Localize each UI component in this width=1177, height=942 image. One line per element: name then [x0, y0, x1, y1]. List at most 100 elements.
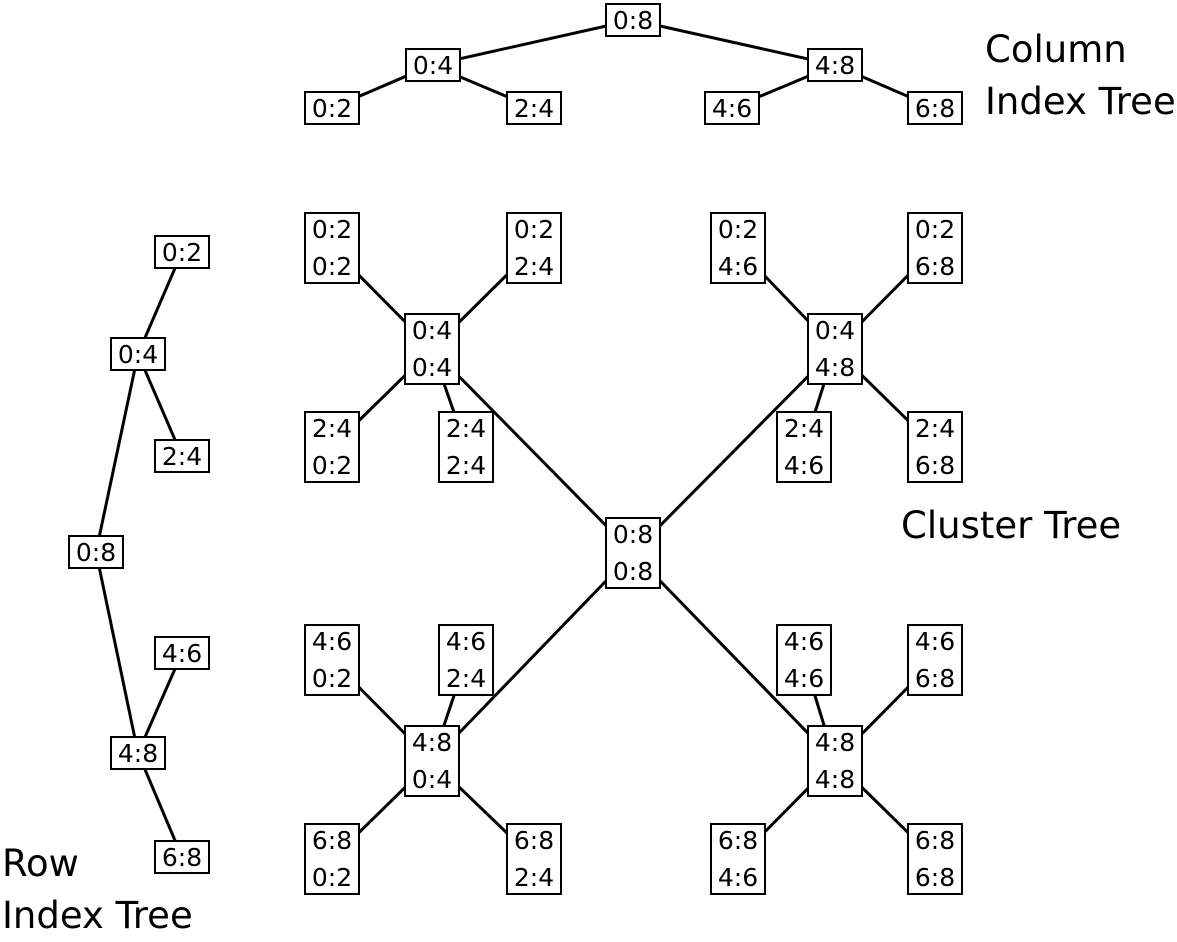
cluster-q10-col: 0:4: [411, 765, 453, 794]
row-bottom-label: 4:8: [117, 738, 159, 768]
row-node-2-4: 2:4: [154, 439, 210, 473]
cluster-q00-row: 0:4: [411, 316, 453, 345]
col-left-right-label: 2:4: [513, 93, 555, 123]
row-top-top-label: 0:2: [161, 237, 203, 267]
cluster-leaf-row: 2:4: [914, 414, 956, 443]
row-tree-title-line2: Index Tree: [2, 894, 193, 937]
cluster-leaf-col: 2:4: [513, 252, 555, 281]
cluster-leaf-col: 4:6: [783, 664, 825, 693]
row-bottom-top-label: 4:6: [161, 638, 203, 668]
row-node-0-4: 0:4: [110, 337, 166, 371]
row-top-label: 0:4: [117, 339, 159, 369]
cluster-leaf-row: 0:2: [513, 215, 555, 244]
column-edge: [431, 18, 634, 67]
row-root-label: 0:8: [75, 537, 117, 567]
row-node-6-8: 6:8: [154, 840, 210, 874]
col-right-label: 4:8: [814, 50, 856, 80]
col-node-root: 0:8: [605, 3, 661, 37]
col-node-0-4: 0:4: [405, 48, 461, 82]
cluster-edge: [430, 347, 635, 555]
col-right-left-label: 4:6: [711, 93, 753, 123]
cluster-root-row: 0:8: [612, 520, 654, 549]
row-node-0-8: 0:8: [68, 535, 124, 569]
cluster-edge: [631, 551, 837, 763]
cluster-leaf-row: 2:4: [783, 414, 825, 443]
column-tree-title-line2: Index Tree: [985, 80, 1176, 123]
col-node-4-8: 4:8: [807, 48, 863, 82]
cluster-q00-col: 0:4: [411, 353, 453, 382]
cluster-q11-row: 4:8: [814, 728, 856, 757]
cluster-leaf-col: 0:2: [311, 863, 353, 892]
cluster-leaf-row: 4:6: [445, 627, 487, 656]
cluster-tree-title-text: Cluster Tree: [901, 504, 1122, 547]
cluster-leaf-col: 4:6: [717, 252, 759, 281]
row-edge: [94, 551, 140, 754]
col-right-right-label: 6:8: [914, 93, 956, 123]
row-edge: [94, 353, 140, 553]
row-node-4-8: 4:8: [110, 736, 166, 770]
cluster-leaf-row: 6:8: [717, 826, 759, 855]
cluster-leaf-col: 0:2: [311, 252, 353, 281]
column-edge: [632, 18, 836, 67]
row-node-0-2: 0:2: [154, 235, 210, 269]
cluster-q11-col: 4:8: [814, 765, 856, 794]
cluster-leaf-row: 2:4: [445, 414, 487, 443]
cluster-edge: [430, 551, 635, 763]
cluster-leaf-col: 2:4: [445, 664, 487, 693]
col-node-2-4: 2:4: [506, 91, 562, 125]
col-node-0-2: 0:2: [304, 91, 360, 125]
cluster-q01-col: 4:8: [814, 353, 856, 382]
cluster-leaf-row: 2:4: [311, 414, 353, 443]
column-tree-title-line1: Column: [985, 28, 1127, 71]
row-top-bottom-label: 2:4: [161, 441, 203, 471]
col-left-left-label: 0:2: [311, 93, 353, 123]
cluster-leaf-col: 6:8: [914, 252, 956, 281]
column-tree-title: Column Index Tree: [985, 24, 1176, 128]
row-tree-title: Row Index Tree: [2, 838, 193, 942]
cluster-leaf-col: 4:6: [717, 863, 759, 892]
cluster-q10-row: 4:8: [411, 728, 453, 757]
col-node-6-8: 6:8: [907, 91, 963, 125]
cluster-leaf-row: 4:6: [311, 627, 353, 656]
col-root-label: 0:8: [612, 5, 654, 35]
cluster-leaf-row: 0:2: [311, 215, 353, 244]
cluster-tree-title: Cluster Tree: [901, 500, 1121, 552]
col-node-4-6: 4:6: [704, 91, 760, 125]
cluster-leaf-col: 0:2: [311, 664, 353, 693]
cluster-leaf-row: 0:2: [717, 215, 759, 244]
cluster-root-col: 0:8: [612, 557, 654, 586]
cluster-leaf-col: 6:8: [914, 863, 956, 892]
cluster-leaf-row: 6:8: [914, 826, 956, 855]
cluster-edge: [631, 347, 837, 555]
cluster-leaf-col: 0:2: [311, 451, 353, 480]
cluster-leaf-row: 4:6: [783, 627, 825, 656]
cluster-leaf-col: 2:4: [513, 863, 555, 892]
cluster-leaf-col: 2:4: [445, 451, 487, 480]
row-tree-title-line1: Row: [2, 842, 79, 885]
row-edge: [136, 752, 184, 858]
cluster-leaf-row: 4:6: [914, 627, 956, 656]
cluster-q01-row: 0:4: [814, 316, 856, 345]
cluster-leaf-col: 6:8: [914, 664, 956, 693]
cluster-leaf-row: 6:8: [311, 826, 353, 855]
